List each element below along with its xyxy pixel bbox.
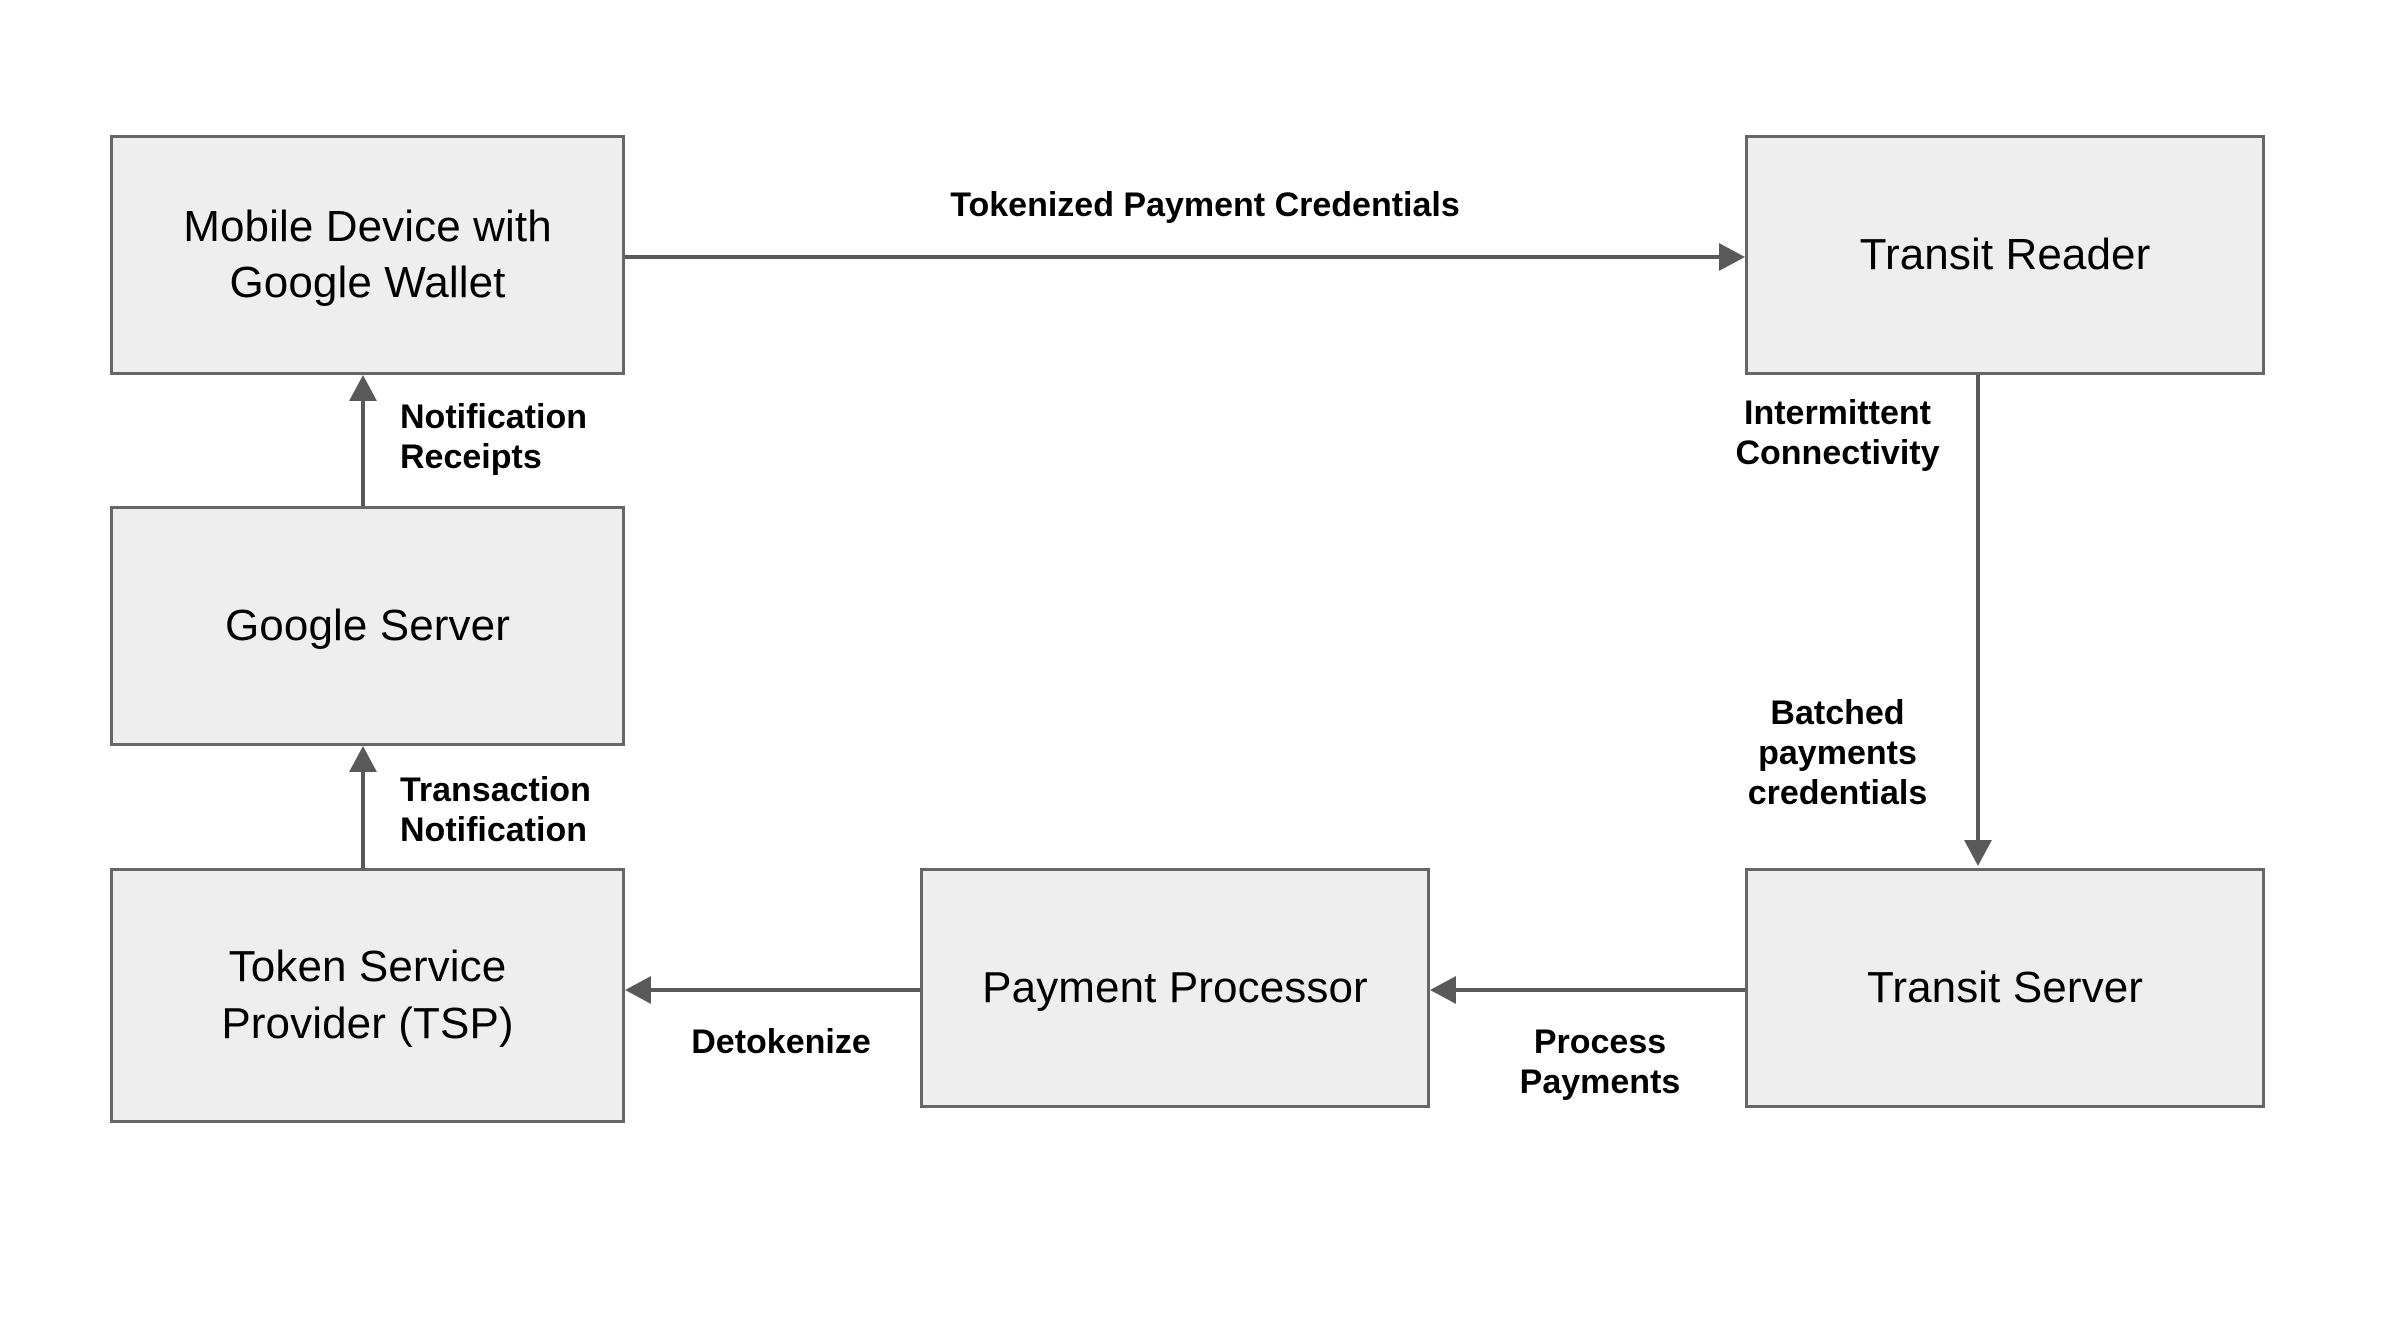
edge-google-to-mobile-label: Notification Receipts xyxy=(400,398,587,477)
edge-server-to-processor-arrowhead xyxy=(1430,976,1456,1004)
edge-tsp-to-google-arrowhead xyxy=(349,746,377,772)
edge-tsp-to-google-line xyxy=(361,772,365,868)
node-payment-processor-label: Payment Processor xyxy=(982,962,1368,1012)
node-transit-reader-label: Transit Reader xyxy=(1859,229,2151,279)
node-mobile-device-label: Mobile Device with Google Wallet xyxy=(183,201,552,307)
edge-reader-to-server-label-connectivity: Intermittent Connectivity xyxy=(1735,394,1940,473)
edge-mobile-to-reader-arrowhead xyxy=(1719,243,1745,271)
node-token-service-provider-label: Token Service Provider (TSP) xyxy=(221,942,514,1048)
node-google-server-label: Google Server xyxy=(224,600,510,650)
node-payment-processor[interactable]: Payment Processor xyxy=(920,868,1430,1108)
edge-reader-to-server-line xyxy=(1976,375,1980,842)
node-transit-server[interactable]: Transit Server xyxy=(1745,868,2265,1108)
edge-processor-to-tsp-arrowhead xyxy=(625,976,651,1004)
node-google-server[interactable]: Google Server xyxy=(110,506,625,746)
edge-server-to-processor-line xyxy=(1456,988,1745,992)
edge-reader-to-server-label-batched: Batched payments credentials xyxy=(1747,694,1928,813)
node-transit-server-label: Transit Server xyxy=(1866,962,2144,1012)
node-token-service-provider[interactable]: Token Service Provider (TSP) xyxy=(110,868,625,1123)
edge-google-to-mobile-line xyxy=(361,401,365,506)
edge-processor-to-tsp-label: Detokenize xyxy=(691,1023,871,1061)
node-mobile-device[interactable]: Mobile Device with Google Wallet xyxy=(110,135,625,375)
edge-processor-to-tsp-line xyxy=(651,988,920,992)
edge-tsp-to-google-label: Transaction Notification xyxy=(400,771,591,850)
edge-mobile-to-reader-line xyxy=(625,255,1722,259)
edge-reader-to-server-arrowhead xyxy=(1964,840,1992,866)
edge-mobile-to-reader-label: Tokenized Payment Credentials xyxy=(950,186,1460,224)
edge-server-to-processor-label: Process Payments xyxy=(1519,1023,1681,1102)
node-transit-reader[interactable]: Transit Reader xyxy=(1745,135,2265,375)
edge-google-to-mobile-arrowhead xyxy=(349,375,377,401)
